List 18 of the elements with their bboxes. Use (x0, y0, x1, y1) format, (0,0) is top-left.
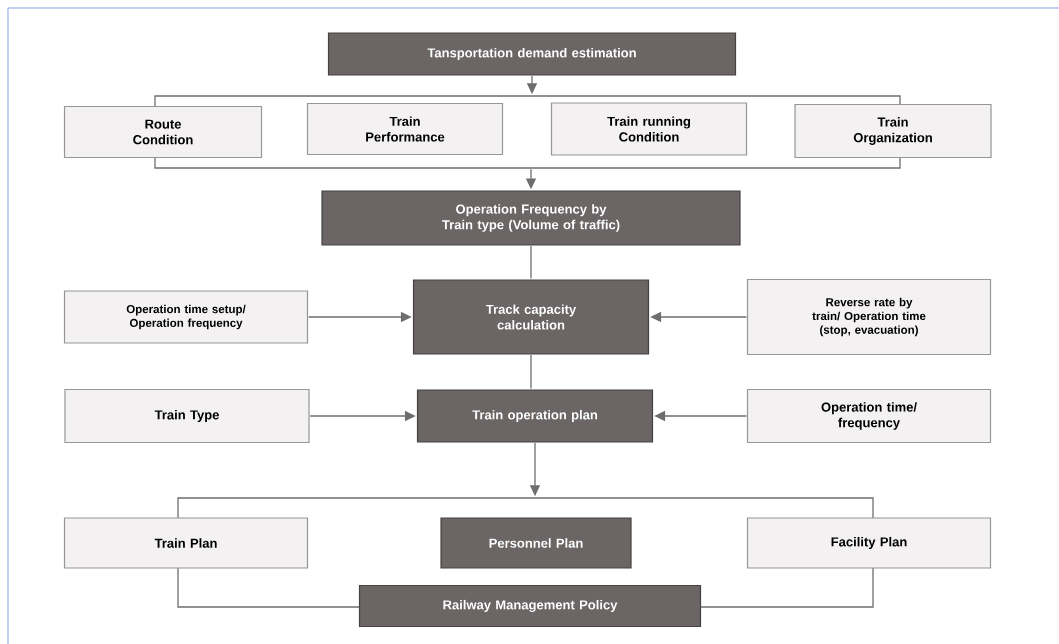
process-box: Railway Management Policy (358, 584, 702, 628)
process-box: Operation Frequency by Train type (Volume of traffic) (321, 190, 741, 246)
input-box: Facility Plan (746, 517, 992, 569)
input-box: Reverse rate by train/ Operation time (stop, evacuation) (746, 278, 992, 356)
input-box: Train Type (64, 388, 310, 444)
input-box: Operation time setup/ Operation frequency (63, 290, 309, 344)
input-box: Train Organization (794, 103, 992, 159)
connector-line (530, 354, 532, 390)
process-box: Tansportation demand estimation (327, 32, 737, 76)
input-box: Route Condition (63, 105, 263, 159)
input-box: Train Plan (63, 517, 309, 569)
process-box: Train operation plan (416, 389, 654, 443)
connector-line (530, 245, 532, 280)
input-box: Train Performance (306, 102, 504, 156)
input-box: Operation time/ frequency (746, 388, 992, 444)
process-box: Personnel Plan (440, 517, 632, 569)
process-box: Track capacity calculation (412, 279, 650, 355)
input-box: Train running Condition (550, 102, 748, 156)
